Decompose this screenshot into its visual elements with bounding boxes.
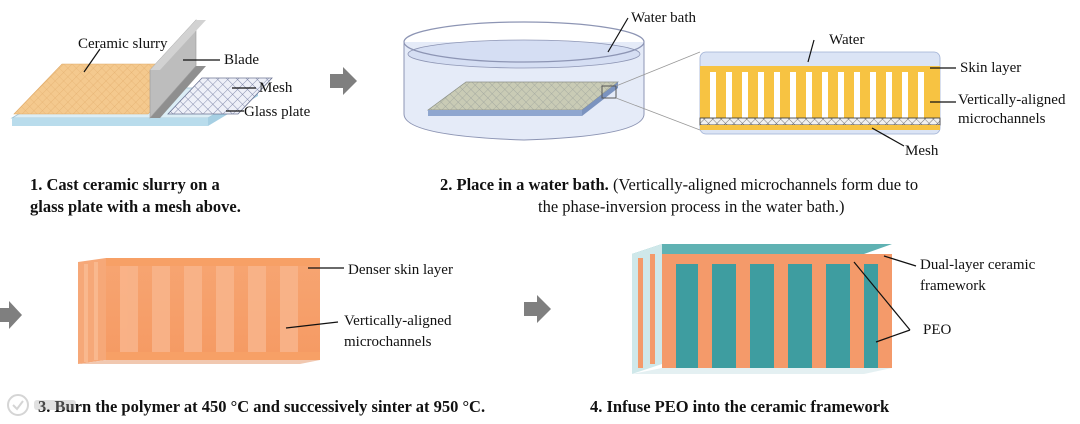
process-arrow-icon <box>524 295 551 323</box>
process-arrow-icon <box>0 301 22 329</box>
label-vam-line1-step3: Vertically-aligned <box>344 313 452 329</box>
step1-caption-line1: 1. Cast ceramic slurry on a <box>30 175 220 194</box>
step4-infused-block <box>632 244 917 374</box>
label-dual-layer-line1: Dual-layer ceramic <box>920 257 1036 273</box>
step4-caption-text: 4. Infuse PEO into the ceramic framework <box>590 397 890 416</box>
step2-cross-section <box>699 39 956 147</box>
label-vam-line2-step3: microchannels <box>344 334 432 350</box>
label-vam-line1-step2: Vertically-aligned <box>958 92 1066 108</box>
label-skin-layer: Skin layer <box>960 60 1021 76</box>
watermark-logo-icon <box>7 394 76 416</box>
label-dual-layer-line2: framework <box>920 278 986 294</box>
step1-caption-line2: glass plate with a mesh above. <box>30 197 241 216</box>
label-water-bath: Water bath <box>631 10 697 26</box>
step4-caption: 4. Infuse PEO into the ceramic framework <box>590 396 889 418</box>
label-denser-skin: Denser skin layer <box>348 262 453 278</box>
step2-caption: 2. Place in a water bath. (Vertically-al… <box>440 174 1060 218</box>
label-peo: PEO <box>923 322 952 338</box>
step1-caption: 1. Cast ceramic slurry on a glass plate … <box>30 174 241 218</box>
step2-caption-line2: the phase-inversion process in the water… <box>538 197 845 216</box>
step3-caption-text: 3. Burn the polymer at 450 °C and succes… <box>38 397 486 416</box>
step3-caption: 3. Burn the polymer at 450 °C and succes… <box>38 396 485 418</box>
label-blade: Blade <box>224 52 259 68</box>
step2-caption-rest: (Vertically-aligned microchannels form d… <box>608 175 919 194</box>
label-mesh-step2: Mesh <box>905 143 939 159</box>
label-mesh-step1: Mesh <box>259 80 293 96</box>
label-glass-plate: Glass plate <box>244 104 311 120</box>
step2-caption-bold: 2. Place in a water bath. <box>440 175 609 194</box>
label-vam-line2-step2: microchannels <box>958 111 1046 127</box>
label-water: Water <box>829 32 864 48</box>
label-ceramic-slurry: Ceramic slurry <box>78 36 168 52</box>
process-arrow-icon <box>330 67 357 95</box>
step3-sintered-block <box>78 258 344 364</box>
step1-casting-illustration <box>10 19 273 126</box>
step2-water-bath-illustration <box>403 17 701 141</box>
